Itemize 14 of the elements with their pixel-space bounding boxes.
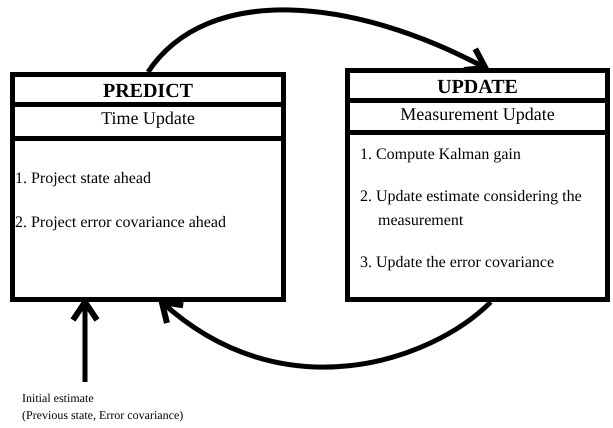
arrow bbox=[146, 8, 488, 74]
process-box bbox=[10, 72, 286, 302]
box-subheading: Time Update bbox=[101, 107, 195, 129]
box-heading: UPDATE bbox=[437, 76, 518, 98]
caption-text: Initial estimate bbox=[22, 390, 95, 407]
step-text: 1. Compute Kalman gain bbox=[360, 145, 522, 165]
step-text: 2. Project error covariance ahead bbox=[15, 213, 227, 233]
process-box bbox=[345, 68, 610, 302]
step-text: 2. Update estimate considering the measurement bbox=[360, 187, 583, 231]
caption-text: (Previous state, Error covariance) bbox=[22, 407, 184, 424]
step-text: 3. Update the error covariance bbox=[360, 253, 556, 273]
box-subheading: Measurement Update bbox=[400, 103, 555, 125]
box-heading: PREDICT bbox=[102, 80, 193, 102]
step-text: 1. Project state ahead bbox=[15, 169, 152, 189]
